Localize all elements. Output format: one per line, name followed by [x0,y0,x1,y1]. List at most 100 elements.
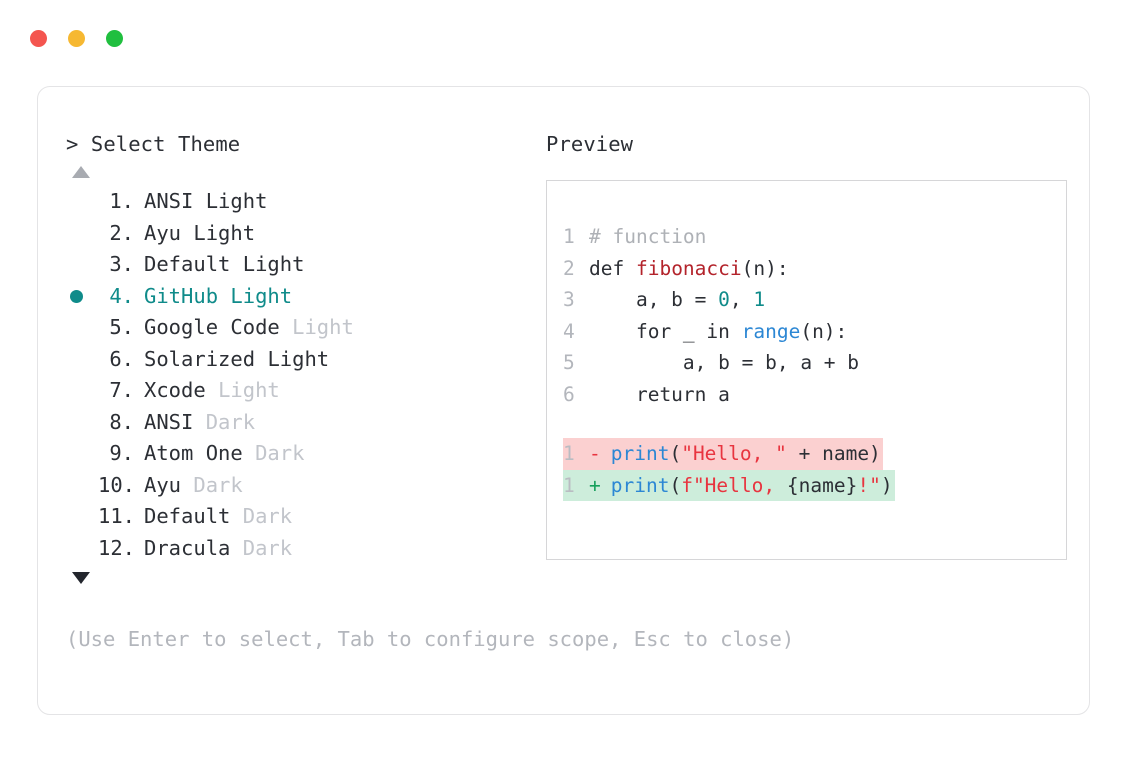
theme-item-variant: Light [292,315,354,339]
theme-list-item[interactable]: 6.Solarized Light [66,344,536,376]
code-line-content: return a [589,379,730,411]
code-token-plain: a, b = [589,288,719,311]
code-line-number: 6 [563,382,575,406]
theme-item-name: ANSI [144,189,194,213]
theme-item-index: 1. [109,189,134,213]
theme-item-name: Ayu [144,472,182,497]
selection-indicator-cell [66,281,98,313]
theme-item-name: Solarized [144,346,256,371]
code-line: 1 # function [547,221,1066,253]
diff-line-content: print(f"Hello, {name}!") [611,470,893,502]
code-blank-line [547,410,1066,438]
theme-item-index: 8. [109,409,134,434]
diff-highlight: 1-print("Hello, " + name) [563,438,883,470]
code-line-content: a, b = b, a + b [589,347,859,379]
theme-item-spacer [230,501,242,533]
theme-item-variant: Dark [242,504,293,528]
theme-list-item[interactable]: 9.Atom One Dark [66,438,536,470]
close-window-button[interactable] [30,30,47,47]
code-token-num: 0 [718,288,730,311]
theme-item-spacer [230,533,242,565]
code-token-plain: , [729,288,754,311]
theme-item-spacer [206,375,218,407]
theme-item-variant: Light [193,220,256,245]
theme-item-index: 5. [109,315,134,339]
diff-highlight: 1+print(f"Hello, {name}!") [563,469,895,502]
theme-item-spacer [181,470,193,502]
theme-list-item[interactable]: 5. Google Code Light [66,312,536,344]
theme-item-variant: Light [242,252,305,276]
theme-item-name: Google Code [144,315,280,339]
code-line-content: def fibonacci(n): [589,253,789,285]
theme-list-item[interactable]: 3.Default Light [66,249,536,281]
theme-item-spacer [181,218,193,250]
code-line-number: 2 [563,256,575,280]
code-token-plain: (n): [741,256,789,280]
theme-item-index: 12. [98,535,136,560]
theme-item-name: ANSI [144,409,194,434]
theme-item-spacer [255,344,267,376]
code-token-plain: ) [880,473,893,497]
diff-line-add: 1+print(f"Hello, {name}!") [547,469,1066,502]
prompt-caret: > [66,132,79,156]
code-line-content: # function [589,221,706,253]
theme-item-name: Atom One [144,441,243,465]
theme-item-name: Dracula [144,535,231,560]
minimize-window-button[interactable] [68,30,85,47]
scroll-down-icon[interactable] [72,572,90,584]
code-line-content: for _ in range(n): [589,316,847,348]
code-token-builtin: print [610,473,670,497]
theme-item-name: Default [144,504,231,528]
theme-list-item[interactable]: 2.Ayu Light [66,218,536,250]
code-line-number: 1 [563,225,575,248]
theme-item-spacer [193,407,205,439]
scroll-up-icon[interactable] [72,166,90,178]
code-token-plain: + name) [786,442,881,465]
theme-item-variant: Light [230,283,293,308]
selection-indicator-cell [66,312,98,344]
code-token-comment: # function [589,225,707,248]
theme-list-item[interactable]: 10.Ayu Dark [66,470,536,502]
code-token-num: 1 [753,288,766,311]
code-token-fn: fibonacci [635,256,742,280]
theme-item-spacer [243,438,255,470]
code-token-plain: ( [669,442,682,465]
code-line: 2 def fibonacci(n): [547,253,1066,285]
maximize-window-button[interactable] [106,30,123,47]
theme-item-index: 10. [98,472,136,497]
code-line: 5 a, b = b, a + b [547,347,1066,379]
theme-item-variant: Dark [205,409,256,434]
code-token-builtin: range [741,319,801,343]
diff-line-del: 1-print("Hello, " + name) [547,438,1066,470]
theme-item-index: 4. [109,283,134,308]
theme-item-spacer [280,312,292,344]
selected-bullet-icon [70,289,83,303]
theme-list-item[interactable]: 11.Default Dark [66,501,536,533]
theme-list-item[interactable]: 12. Dracula Dark [66,533,536,565]
theme-item-spacer [193,186,205,218]
keyboard-hint: (Use Enter to select, Tab to configure s… [66,627,795,651]
code-token-plain: return a [589,382,730,406]
theme-list-item[interactable]: 4.GitHub Light [66,281,536,313]
selection-indicator-cell [66,438,98,470]
code-line-number: 5 [563,351,575,374]
theme-item-name: Xcode [144,378,206,402]
selection-indicator-cell [66,470,98,502]
theme-item-index: 7. [109,378,134,402]
code-line-content: a, b = 0, 1 [589,284,765,316]
theme-item-variant: Dark [242,535,293,560]
diff-block: 1-print("Hello, " + name)1+print(f"Hello… [547,438,1066,501]
code-token-str: !" [857,473,881,497]
diff-line-number: 1 [563,442,575,465]
theme-item-variant: Dark [255,441,305,465]
theme-item-index: 2. [109,220,134,245]
code-token-kw: def [589,256,636,280]
theme-list-item[interactable]: 8. ANSI Dark [66,407,536,439]
theme-list-item[interactable]: 7.Xcode Light [66,375,536,407]
theme-list-item[interactable]: 1.ANSI Light [66,186,536,218]
